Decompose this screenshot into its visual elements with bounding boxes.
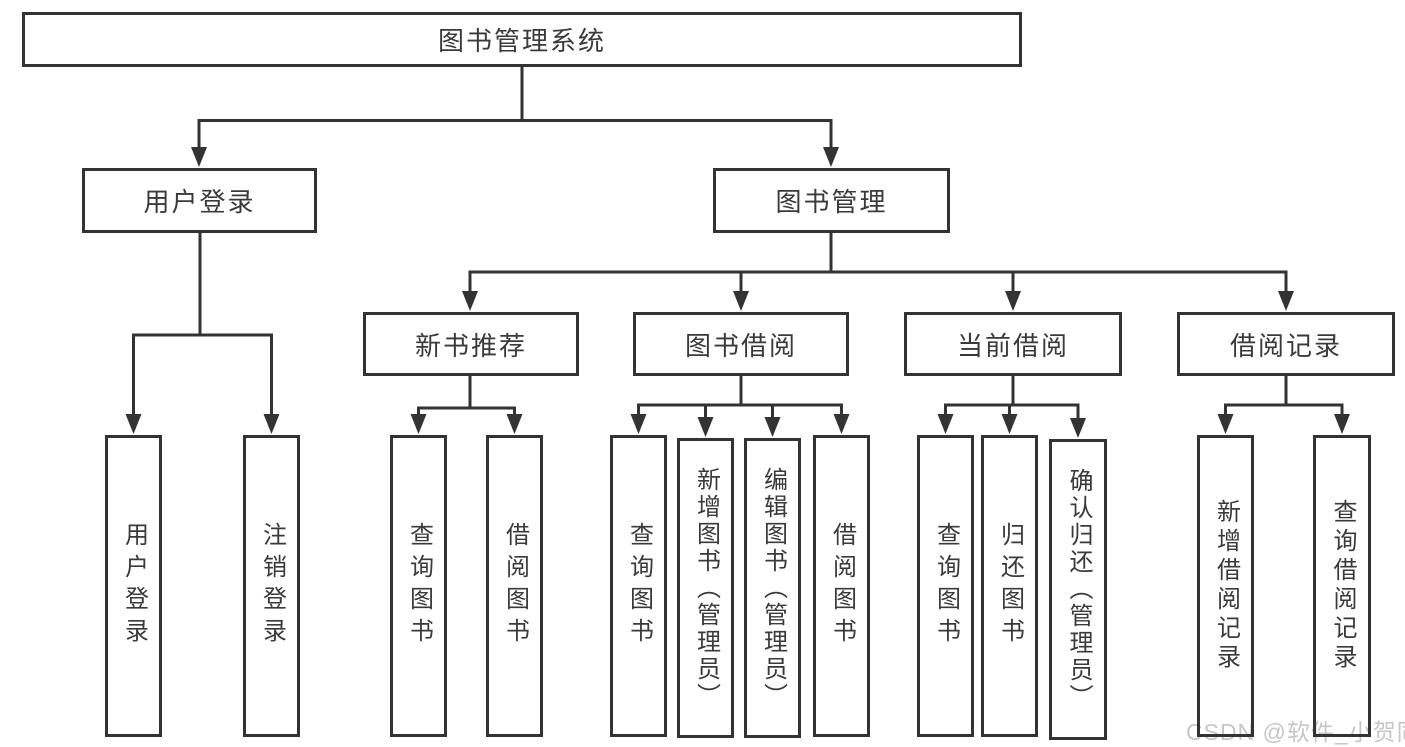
leaf-query-books-borrow-label: 查询图书 <box>625 522 653 650</box>
node-current-borrowing-label: 当前借阅 <box>956 330 1069 361</box>
node-new-book-recommend-label: 新书推荐 <box>414 330 527 361</box>
node-new-book-recommend: 新书推荐 <box>363 312 579 376</box>
node-borrowing-records-label: 借阅记录 <box>1229 330 1342 361</box>
node-user-login-label: 用户登录 <box>143 187 256 217</box>
leaf-add-books-admin-label: 新增图书（管理员） <box>692 466 720 710</box>
edge-borrowing-records-to-children <box>1217 374 1350 434</box>
leaf-query-books-current: 查询图书 <box>917 435 974 737</box>
node-root: 图书管理系统 <box>22 12 1022 67</box>
node-book-borrowing-label: 图书借阅 <box>684 330 797 361</box>
edge-current-borrowing-to-children <box>937 374 1086 438</box>
leaf-user-login: 用户登录 <box>105 435 162 737</box>
leaf-return-books-label: 归还图书 <box>996 522 1024 650</box>
node-borrowing-records: 借阅记录 <box>1177 312 1395 376</box>
leaf-return-books: 归还图书 <box>981 435 1038 737</box>
node-book-borrowing: 图书借阅 <box>633 312 849 376</box>
node-root-label: 图书管理系统 <box>437 26 606 56</box>
leaf-query-borrow-record-label: 查询借阅记录 <box>1329 499 1356 673</box>
leaf-borrow-books-recommend: 借阅图书 <box>486 435 543 737</box>
leaf-logout-label: 注销登录 <box>258 522 286 650</box>
leaf-borrow-books-borrow-label: 借阅图书 <box>828 522 856 650</box>
leaf-query-borrow-record: 查询借阅记录 <box>1313 435 1371 737</box>
leaf-add-books-admin: 新增图书（管理员） <box>677 438 734 738</box>
leaf-add-borrow-record: 新增借阅记录 <box>1197 435 1254 737</box>
leaf-edit-books-admin: 编辑图书（管理员） <box>744 438 801 738</box>
edge-book-management-to-level3 <box>462 230 1294 311</box>
leaf-confirm-return-admin-label: 确认归还（管理员） <box>1065 468 1092 711</box>
leaf-query-books-borrow: 查询图书 <box>610 435 667 737</box>
leaf-logout: 注销登录 <box>243 435 300 737</box>
edge-root-to-level2 <box>191 67 839 167</box>
leaf-edit-books-admin-label: 编辑图书（管理员） <box>759 466 787 710</box>
leaf-query-books-recommend-label: 查询图书 <box>405 522 433 650</box>
edge-book-borrowing-to-children <box>630 374 850 437</box>
leaf-confirm-return-admin: 确认归还（管理员） <box>1049 439 1107 740</box>
leaf-query-books-recommend: 查询图书 <box>390 435 447 737</box>
leaf-borrow-books-borrow: 借阅图书 <box>813 435 870 737</box>
node-current-borrowing: 当前借阅 <box>904 312 1122 376</box>
leaf-user-login-label: 用户登录 <box>120 522 148 650</box>
leaf-query-books-current-label: 查询图书 <box>932 522 960 650</box>
edge-user-login-to-children <box>125 231 280 434</box>
node-book-management: 图书管理 <box>713 168 950 233</box>
leaf-add-borrow-record-label: 新增借阅记录 <box>1212 499 1240 673</box>
leaf-borrow-books-recommend-label: 借阅图书 <box>501 522 529 650</box>
node-book-management-label: 图书管理 <box>775 187 888 217</box>
edge-new-book-recommend-to-children <box>410 374 523 434</box>
node-user-login: 用户登录 <box>82 168 317 233</box>
